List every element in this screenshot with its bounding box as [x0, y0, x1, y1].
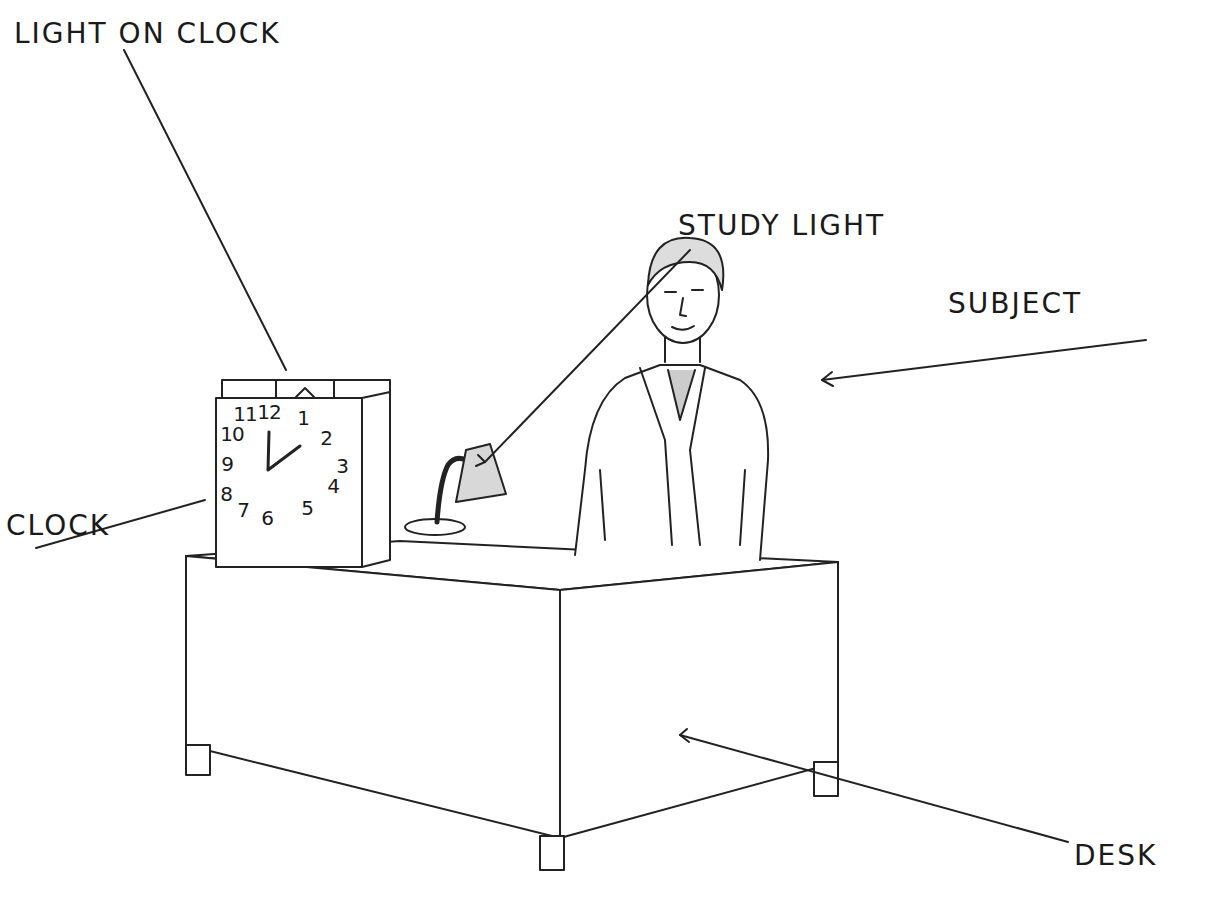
- clock-hands: [268, 432, 300, 470]
- callout-label-holder: DESK: [1074, 842, 1157, 870]
- callout-label-holder: LIGHT ON CLOCK: [14, 20, 281, 48]
- jacket-lapel: [690, 368, 705, 545]
- clock-numeral: 12: [257, 402, 280, 422]
- subject-body: [575, 365, 768, 560]
- clock-side: [362, 392, 390, 567]
- arrow-head: [680, 729, 689, 742]
- clock-face: [216, 398, 362, 567]
- clock-numeral-holder: 11: [233, 404, 256, 425]
- jacket-lapel: [640, 368, 672, 545]
- callout-label: SUBJECT: [948, 290, 1082, 318]
- clock-numeral: 7: [237, 500, 249, 520]
- clock-numeral: 10: [220, 424, 243, 444]
- leader-line: [822, 340, 1146, 380]
- callout-label: CLOCK: [6, 512, 110, 540]
- clock-numeral-holder: 5: [301, 498, 313, 519]
- clock-numeral: 5: [301, 498, 313, 518]
- leader-line: [124, 50, 286, 370]
- clock-numeral-holder: 8: [220, 484, 232, 505]
- clock-numeral: 4: [327, 476, 339, 496]
- arm-line: [740, 470, 745, 545]
- leader-line: [680, 735, 1068, 842]
- clock-numeral-holder: 4: [327, 476, 339, 497]
- callout-label-holder: STUDY LIGHT: [678, 212, 885, 240]
- clock-numeral: 1: [297, 408, 309, 428]
- clock-numeral-holder: 2: [320, 428, 332, 449]
- desk-leg: [540, 836, 564, 870]
- callout-label-holder: CLOCK: [6, 512, 110, 540]
- clock-numeral-holder: 7: [237, 500, 249, 521]
- arrow-head: [476, 455, 485, 466]
- desk-side: [560, 562, 838, 838]
- desk-leg: [186, 745, 210, 775]
- clock-numeral: 8: [220, 484, 232, 504]
- clock-numeral-holder: 6: [261, 508, 273, 529]
- clock-numeral: 2: [320, 428, 332, 448]
- clock-numeral-holder: 9: [221, 454, 233, 475]
- callout-label: LIGHT ON CLOCK: [14, 20, 281, 48]
- clock-numeral-holder: 1: [297, 408, 309, 429]
- clock-numeral: 11: [233, 404, 256, 424]
- callout-label: DESK: [1074, 842, 1157, 870]
- clock-numeral: 6: [261, 508, 273, 528]
- sketch: [36, 50, 1146, 870]
- clock-numeral-holder: 12: [257, 402, 280, 423]
- face: [665, 290, 703, 330]
- callout-label: STUDY LIGHT: [678, 212, 885, 240]
- clock-numeral: 3: [336, 456, 348, 476]
- clock-numeral-holder: 10: [220, 424, 243, 445]
- desk-leg: [814, 762, 838, 796]
- clock-numeral: 9: [221, 454, 233, 474]
- arrow-head: [822, 372, 833, 386]
- tie: [668, 370, 695, 420]
- callout-label-holder: SUBJECT: [948, 290, 1082, 318]
- arm-line: [600, 470, 605, 540]
- clock-numeral-holder: 3: [336, 456, 348, 477]
- desk-front: [186, 556, 560, 838]
- lamp-shade: [456, 444, 506, 502]
- leader-line: [485, 250, 690, 462]
